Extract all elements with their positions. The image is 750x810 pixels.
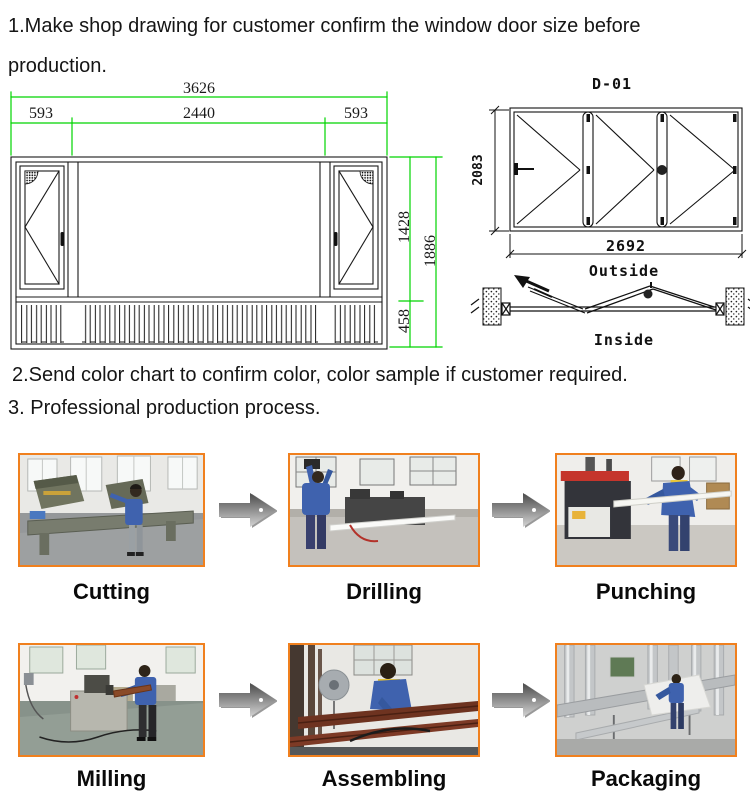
worker-figure — [655, 674, 684, 729]
right-fan-vent — [359, 170, 374, 185]
photo-drilling — [288, 453, 480, 567]
door-handle — [514, 163, 518, 175]
door-dimension-lines — [489, 105, 747, 259]
process-label: Punching — [595, 579, 697, 604]
dim-height-upper: 1428 — [396, 211, 413, 243]
door-title: D-01 — [592, 76, 632, 93]
left-window-handle — [60, 232, 64, 246]
left-wall-section — [482, 287, 502, 326]
plan-knob — [643, 289, 653, 299]
dim-width-left: 593 — [29, 105, 53, 122]
dim-width-right: 593 — [344, 105, 368, 122]
door-knob — [657, 165, 667, 175]
slide-direction-arrow — [514, 275, 553, 298]
arrow-icon — [219, 683, 277, 718]
window-elevation-drawing: 3626 593 2440 593 1428 1886 458 — [10, 80, 443, 350]
arrow-icon — [492, 493, 550, 528]
arrow-icon — [492, 683, 550, 718]
step2-text: 2.Send color chart to confirm color, col… — [12, 364, 628, 386]
window-frame — [10, 156, 388, 350]
dim-mask — [600, 240, 652, 252]
dim-width-center: 2440 — [183, 105, 215, 122]
worker-figure — [109, 484, 144, 556]
worker-figure — [302, 459, 333, 549]
dim-door-width: 2692 — [606, 237, 646, 255]
step1-text: 1.Make shop drawing for customer confirm… — [8, 15, 641, 77]
right-wall-section — [725, 287, 745, 326]
photo-milling — [18, 643, 205, 757]
process-label: Assembling — [321, 766, 447, 791]
photo-packaging — [555, 643, 737, 757]
dim-door-height: 2083 — [471, 154, 486, 185]
assembling-scene — [290, 645, 478, 755]
drilling-scene — [290, 455, 478, 565]
louver-section — [20, 305, 378, 343]
process-label: Drilling — [346, 579, 422, 604]
dim-height-bottom: 458 — [396, 309, 413, 333]
left-fan-vent — [24, 170, 39, 185]
door-plan-view — [470, 275, 750, 326]
door-frame — [509, 107, 743, 232]
arrow-icon — [219, 493, 277, 528]
outside-label: Outside — [589, 262, 659, 280]
milling-scene — [20, 645, 203, 755]
step3-text: 3. Professional production process. — [8, 397, 321, 419]
door-hinges — [586, 114, 737, 225]
photo-punching — [555, 453, 737, 567]
right-window-handle — [334, 232, 338, 246]
inside-label: Inside — [594, 331, 654, 349]
cutting-scene — [20, 455, 203, 565]
photo-cutting — [18, 453, 205, 567]
door-drawing: D-01 — [470, 76, 750, 349]
packaging-scene — [557, 645, 735, 755]
photo-assembling — [288, 643, 480, 757]
dim-width-total: 3626 — [183, 80, 215, 97]
window-dimension-lines — [10, 91, 443, 348]
process-label: Cutting — [73, 579, 150, 604]
dim-height-total: 1886 — [422, 235, 439, 267]
process-label: Packaging — [590, 766, 702, 791]
punching-scene — [557, 455, 735, 565]
process-label: Milling — [76, 766, 147, 791]
worker-figure — [370, 663, 412, 715]
shop-drawing: 3626 593 2440 593 1428 1886 458 — [10, 76, 750, 350]
